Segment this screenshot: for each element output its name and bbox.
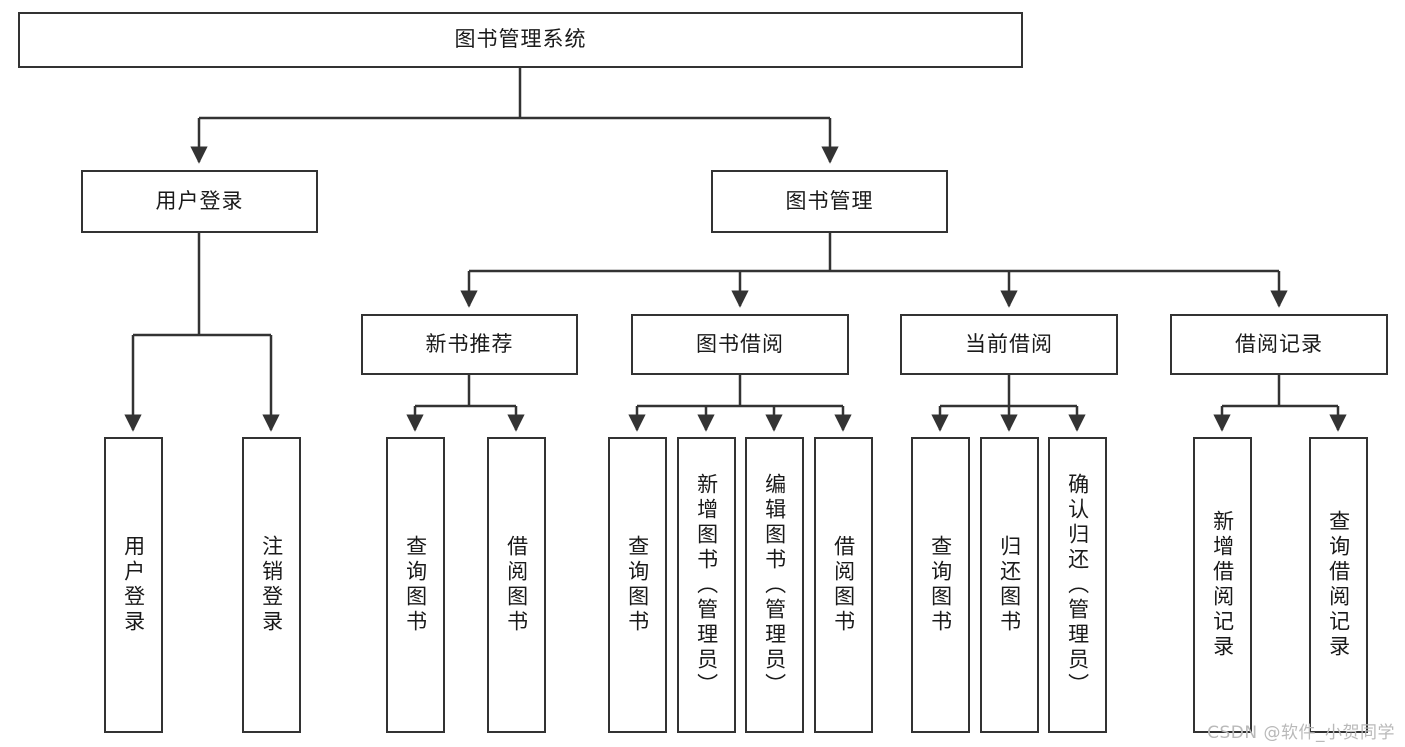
- node-leaf-user-login[interactable]: 用户登录: [104, 437, 163, 733]
- node-leaf-return-book[interactable]: 归还图书: [980, 437, 1039, 733]
- node-leaf-add-record-label: 新增借阅记录: [1210, 510, 1235, 660]
- node-current-borrow-label: 当前借阅: [965, 331, 1053, 356]
- node-borrow-record[interactable]: 借阅记录: [1170, 314, 1388, 375]
- node-leaf-query-book-3-label: 查询图书: [928, 535, 953, 635]
- node-user-login-label: 用户登录: [155, 188, 244, 213]
- node-book-borrow[interactable]: 图书借阅: [631, 314, 849, 375]
- node-leaf-query-book-1-label: 查询图书: [403, 535, 428, 635]
- node-leaf-edit-book-label: 编辑图书（管理员）: [762, 472, 787, 698]
- node-leaf-query-book-1[interactable]: 查询图书: [386, 437, 445, 733]
- node-leaf-edit-book[interactable]: 编辑图书（管理员）: [745, 437, 804, 733]
- node-leaf-borrow-book-2[interactable]: 借阅图书: [814, 437, 873, 733]
- node-leaf-query-book-3[interactable]: 查询图书: [911, 437, 970, 733]
- node-leaf-add-book[interactable]: 新增图书（管理员）: [677, 437, 736, 733]
- node-current-borrow[interactable]: 当前借阅: [900, 314, 1118, 375]
- node-new-book-recommend-label: 新书推荐: [425, 331, 514, 356]
- node-leaf-query-record-label: 查询借阅记录: [1326, 510, 1351, 660]
- node-leaf-return-book-label: 归还图书: [997, 535, 1022, 635]
- csdn-watermark: CSDN @软件_小贺同学: [1207, 723, 1395, 743]
- node-leaf-user-logout[interactable]: 注销登录: [242, 437, 301, 733]
- node-leaf-user-login-label: 用户登录: [121, 535, 146, 635]
- node-leaf-confirm-return[interactable]: 确认归还（管理员）: [1048, 437, 1107, 733]
- node-leaf-add-record[interactable]: 新增借阅记录: [1193, 437, 1252, 733]
- node-leaf-query-book-2-label: 查询图书: [625, 535, 650, 635]
- node-root-label: 图书管理系统: [454, 27, 587, 52]
- node-leaf-confirm-return-label: 确认归还（管理员）: [1065, 472, 1090, 698]
- node-borrow-record-label: 借阅记录: [1235, 331, 1323, 356]
- node-book-manage-label: 图书管理: [785, 188, 874, 213]
- node-root[interactable]: 图书管理系统: [18, 12, 1023, 68]
- node-user-login[interactable]: 用户登录: [81, 170, 318, 233]
- node-book-borrow-label: 图书借阅: [696, 331, 784, 356]
- node-leaf-borrow-book-1-label: 借阅图书: [504, 535, 529, 635]
- node-new-book-recommend[interactable]: 新书推荐: [361, 314, 578, 375]
- node-leaf-query-record[interactable]: 查询借阅记录: [1309, 437, 1368, 733]
- node-book-manage[interactable]: 图书管理: [711, 170, 948, 233]
- node-leaf-query-book-2[interactable]: 查询图书: [608, 437, 667, 733]
- node-leaf-borrow-book-1[interactable]: 借阅图书: [487, 437, 546, 733]
- node-leaf-user-logout-label: 注销登录: [259, 535, 284, 635]
- node-leaf-add-book-label: 新增图书（管理员）: [694, 472, 719, 698]
- node-leaf-borrow-book-2-label: 借阅图书: [831, 535, 856, 635]
